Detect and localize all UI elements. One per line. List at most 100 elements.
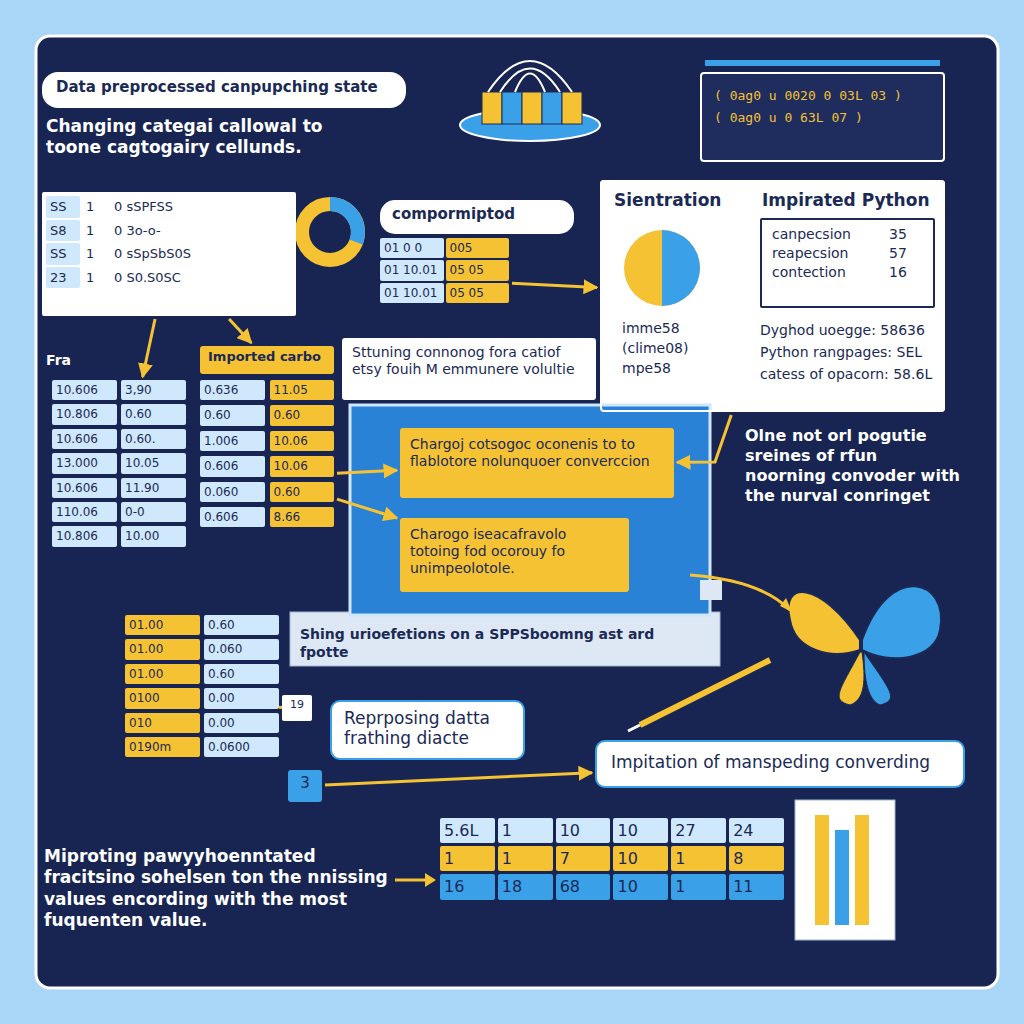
connector-arrow <box>229 319 251 343</box>
node-text: (clime08) <box>622 340 742 357</box>
number-table: 01 0 000501 10.0105 0501 10.0105 05 <box>380 238 509 322</box>
node-text: ( 0ag0 u 0020 0 03L 03 ) <box>714 88 931 104</box>
label-pill: compormiptod <box>380 200 574 234</box>
pen <box>628 660 770 731</box>
note: Miproting pawyyhoenntated fracitsino soh… <box>44 846 392 931</box>
table-cell: SS <box>46 196 80 218</box>
table-cell: 16 <box>889 264 923 281</box>
table-cell: 0.606 <box>200 507 265 527</box>
table-cell: 1 <box>671 874 726 899</box>
table-cell: 7 <box>556 846 611 871</box>
node-text: compormiptod <box>392 205 562 223</box>
node-text: catess of opacorn: 58.6L <box>760 366 944 383</box>
table-cell: 005 <box>446 238 510 258</box>
connector-arrow <box>325 773 592 785</box>
step-box: Impitation of manspeding converding <box>595 740 965 788</box>
table-cell: 10.00 <box>121 526 186 546</box>
table-cell: 0.60 <box>121 404 186 424</box>
pointer-arrow <box>690 575 790 610</box>
table-cell: 1 <box>82 243 108 265</box>
node-text: Dyghod uoegge: 58636 <box>760 322 944 339</box>
table-cell: 10.05 <box>121 453 186 473</box>
navy-panel <box>36 36 998 988</box>
table-cell: 0 sSPFSS <box>110 196 292 218</box>
node-text: Sientration <box>614 190 754 210</box>
table-cell: 0.00 <box>204 688 279 708</box>
table-cell: 1 <box>498 818 553 843</box>
table-cell: 1 <box>82 267 108 289</box>
node-text: Imported carbo <box>208 349 326 365</box>
table-cell: 10.806 <box>52 526 117 546</box>
table-cell: 1 <box>440 846 495 871</box>
table-cell: 1 <box>671 846 726 871</box>
table-cell: 3,90 <box>121 380 186 400</box>
header-box: Sttuning connonog fora catiof etsy fouih… <box>342 338 596 400</box>
table-cell: 01.00 <box>125 615 200 635</box>
table-cell: 1.006 <box>200 431 265 451</box>
table-cell: 0100 <box>125 688 200 708</box>
subtitle: Changing categai callowal to toone cagto… <box>46 116 376 159</box>
monitor-caption: Shing urioefetions on a SPPSboomng ast a… <box>300 626 705 661</box>
table-cell: 0.060 <box>200 482 265 502</box>
note: Olne not orl pogutie sreines of rfun noo… <box>745 426 960 506</box>
value-table: 10.6063,9010.8060.6010.6060.60.13.00010.… <box>52 380 186 594</box>
table-cell: 10 <box>556 818 611 843</box>
table-cell: 0.060 <box>204 639 279 659</box>
connector-arrow <box>143 319 155 377</box>
table-cell: 01 10.01 <box>380 283 444 303</box>
butterfly <box>788 586 941 705</box>
pointer-arrow <box>395 879 425 882</box>
table-cell: reapecsion <box>772 245 887 262</box>
code-bar <box>705 60 940 66</box>
node-text: Charogo iseacafravolo totoing fod ocorou… <box>410 526 619 576</box>
connector-arrow <box>677 415 731 462</box>
table-cell: 1 <box>82 220 108 242</box>
table-cell: 01.00 <box>125 639 200 659</box>
arrow-head <box>425 873 436 887</box>
table-cell: 10 <box>613 874 668 899</box>
table-cell: 0 sSpSbS0S <box>110 243 292 265</box>
table-cell: 10.606 <box>52 429 117 449</box>
table-cell: 23 <box>46 267 80 289</box>
table-cell: 57 <box>889 245 923 262</box>
node-text: Reprposing datta frathing diacte <box>344 708 511 749</box>
stacked-blocks <box>795 800 895 940</box>
node-text: imme58 <box>622 320 742 337</box>
table-cell: 16 <box>440 874 495 899</box>
process-box: Chargoj cotsogoc oconenis to to flabloto… <box>400 428 674 498</box>
table-cell: 0.60 <box>204 664 279 684</box>
table-cell: 01 10.01 <box>380 260 444 280</box>
table-cell: 11.90 <box>121 478 186 498</box>
monitor <box>290 405 722 666</box>
tag-pill: Imported carbo <box>200 346 334 374</box>
data-table: 5.6L110102724117101816186810111 <box>440 818 784 962</box>
table-cell: 1 <box>82 196 108 218</box>
pie-chart <box>624 230 700 306</box>
table-cell: 11.05 <box>270 380 335 400</box>
node-text: 19 <box>285 698 309 711</box>
table-cell: 010 <box>125 713 200 733</box>
table-cell: 0.60. <box>121 429 186 449</box>
value-table: 0.63611.050.600.601.00610.060.60610.060.… <box>200 380 334 574</box>
callout-number: 3 <box>288 770 322 802</box>
table-cell: 0.60 <box>270 405 335 425</box>
node-text: mpe58 <box>622 360 742 377</box>
table-cell: 0.0600 <box>204 737 279 757</box>
table-cell: 05 05 <box>446 283 510 303</box>
spss-table: SS10 sSPFSSS810 3o-o-SS10 sSpSbS0S2310 S… <box>42 192 296 316</box>
python-panel: canpecsion35reapecsion57contection16Sien… <box>600 180 945 412</box>
table-cell: 11 <box>729 874 784 899</box>
table-cell: 27 <box>671 818 726 843</box>
table-cell: 10.806 <box>52 404 117 424</box>
table-cell: 10.06 <box>270 431 335 451</box>
table-cell: 13.000 <box>52 453 117 473</box>
step-box: Reprposing datta frathing diacte <box>330 700 525 760</box>
table-cell: 0.00 <box>204 713 279 733</box>
table-cell: 8.66 <box>270 507 335 527</box>
table-cell: 0190m <box>125 737 200 757</box>
connector-arrow <box>337 499 397 518</box>
table-cell: 0-0 <box>121 502 186 522</box>
table-cell: S8 <box>46 220 80 242</box>
table-cell: 0.60 <box>200 405 265 425</box>
table-cell: SS <box>46 243 80 265</box>
